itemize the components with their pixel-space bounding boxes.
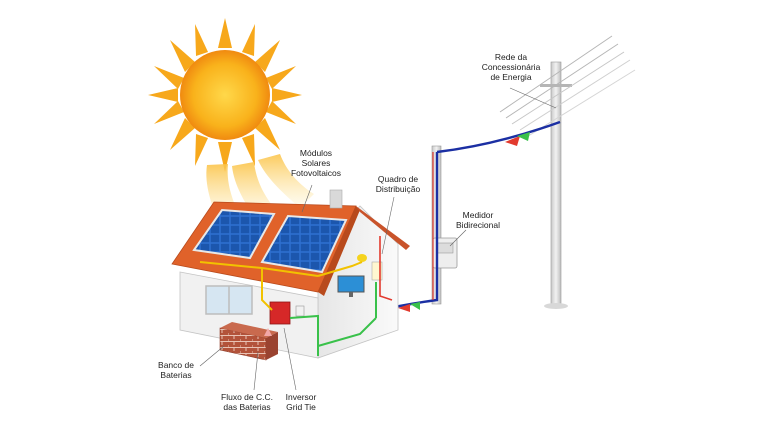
- dc-line: [199, 261, 363, 311]
- label-panel-line: Distribuição: [375, 184, 421, 194]
- dc-flow-arrow-icon: [264, 328, 272, 336]
- label-modules-line: Módulos: [299, 148, 333, 158]
- label-meter: Medidor Bidirecional: [446, 210, 510, 230]
- monitor-icon: [337, 275, 365, 293]
- label-meter-line: Bidirecional: [456, 220, 500, 230]
- label-grid-line: Rede da: [494, 52, 528, 62]
- label-distribution-panel: Quadro de Distribuição: [368, 174, 428, 194]
- ac-line: [289, 282, 377, 356]
- label-inverter: Inversor Grid Tie: [278, 392, 324, 412]
- label-grid-line: Concessionária: [481, 62, 541, 72]
- sun-icon: [148, 18, 302, 172]
- label-inverter-line: Inversor: [285, 392, 317, 402]
- label-modules-line: Solares: [301, 158, 331, 168]
- outlet-icon: [295, 305, 305, 317]
- internal-red-line: [379, 236, 393, 301]
- leader-lines: [199, 87, 557, 391]
- lamp-icon: [357, 254, 367, 262]
- label-battery-bank: Banco de Baterias: [148, 360, 204, 380]
- label-modules: Módulos Solares Fotovoltaicos: [280, 148, 352, 178]
- label-meter-line: Medidor: [462, 210, 494, 220]
- flow-arrow-icon: [517, 132, 530, 141]
- flow-arrow-icon: [398, 304, 410, 312]
- label-dc-flow: Fluxo de C.C. das Baterias: [214, 392, 280, 412]
- solar-panel-1: [192, 208, 276, 260]
- label-dc-flow-line: das Baterias: [223, 402, 271, 412]
- window: [205, 285, 253, 315]
- label-inverter-line: Grid Tie: [286, 402, 316, 412]
- solar-panel-2: [260, 214, 348, 274]
- label-modules-line: Fotovoltaicos: [290, 168, 342, 178]
- label-battery-line: Banco de: [158, 360, 194, 370]
- label-grid-line: de Energia: [490, 72, 532, 82]
- flow-arrow-icon: [410, 302, 420, 310]
- label-panel-line: Quadro de: [377, 174, 419, 184]
- house: [171, 189, 410, 361]
- label-grid: Rede da Concessionária de Energia: [466, 52, 556, 82]
- distribution-panel-box: [371, 261, 383, 281]
- label-battery-line: Baterias: [160, 370, 192, 380]
- inverter-box: [269, 301, 291, 325]
- utility-pole: [499, 35, 636, 309]
- flow-arrow-icon: [505, 136, 520, 146]
- label-dc-flow-line: Fluxo de C.C.: [221, 392, 273, 402]
